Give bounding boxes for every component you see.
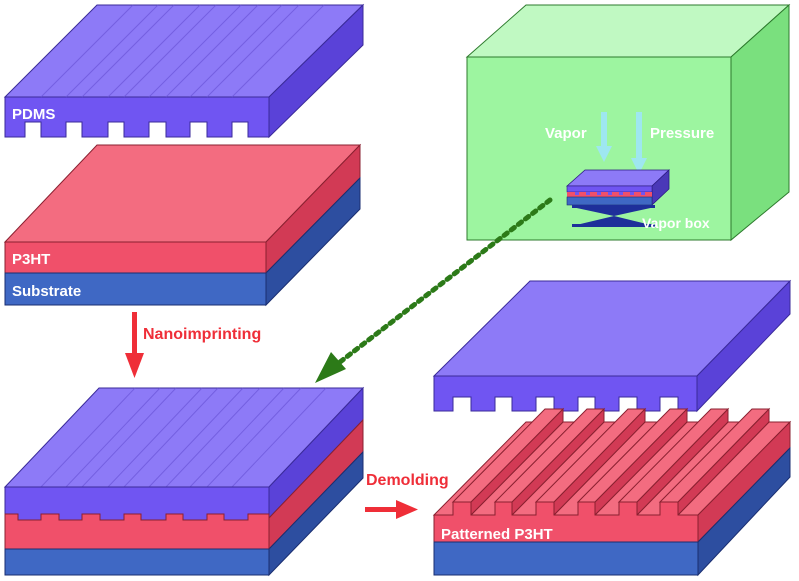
p3ht-label: P3HT [12, 251, 50, 268]
pdms-label: PDMS [12, 106, 55, 123]
imprint-assembly [3, 386, 365, 577]
p3ht-substrate-stack: P3HT Substrate [3, 143, 362, 307]
nanoimprinting-label: Nanoimprinting [143, 326, 261, 343]
vapor-box: Vapor Pressure Vapor box [465, 3, 791, 242]
pressure-down-arrow-icon [631, 112, 647, 174]
pdms-stamp-top-left: PDMS [3, 3, 365, 139]
patterned-p3ht-label: Patterned P3HT [441, 526, 553, 543]
mini-sample-stack [565, 169, 671, 206]
demolding-label: Demolding [366, 472, 449, 489]
vapor-label: Vapor [545, 125, 587, 142]
pdms-stamp-released [432, 279, 792, 413]
substrate-label: Substrate [12, 283, 81, 300]
patterned-p3ht-film: Patterned P3HT [432, 407, 792, 577]
vapor-treatment-dotted-arrow [315, 197, 553, 383]
nanoimprinting-arrow: Nanoimprinting [125, 312, 261, 378]
vapor-down-arrow-icon [596, 112, 612, 162]
vapor-box-label: Vapor box [642, 215, 710, 231]
demolding-arrow: Demolding [365, 472, 449, 519]
clamp-holder-icon [572, 205, 655, 227]
pressure-label: Pressure [650, 125, 714, 142]
